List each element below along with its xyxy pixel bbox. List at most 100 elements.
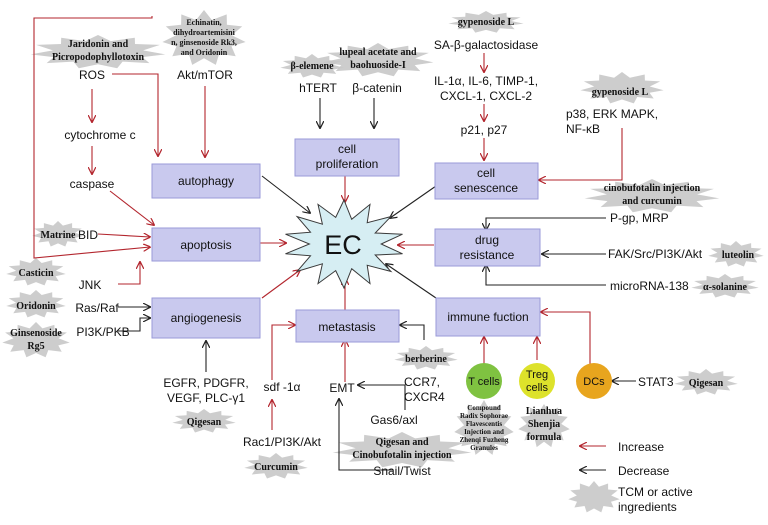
process-labels: autophagy cell proliferation cell senesc… bbox=[171, 142, 529, 334]
htert-label: hTERT bbox=[299, 81, 337, 95]
compound-label-5: Zhenqi Fuzheng bbox=[460, 436, 509, 444]
arrow-caspase-apoptosis bbox=[109, 190, 154, 225]
lianhua-label-3: formula bbox=[527, 432, 561, 443]
egfr-line2-label: VEGF, PLC-γ1 bbox=[167, 391, 245, 405]
dcs-circle bbox=[576, 363, 612, 399]
apoptosis-box bbox=[151, 227, 261, 262]
ec-burst-shape bbox=[285, 198, 403, 290]
arrow-bid-apoptosis bbox=[97, 234, 150, 237]
tcm-bursts bbox=[2, 10, 764, 513]
egfr-line1-label: EGFR, PDGFR, bbox=[163, 376, 248, 390]
cinobufotalin-curcumin-burst bbox=[584, 179, 720, 213]
qigesan-cino-label-1: Qigesan and bbox=[375, 437, 429, 448]
arrow-ccr7-metastasis bbox=[400, 325, 425, 340]
arrow-gas6-emt bbox=[358, 385, 406, 410]
curcumin-burst bbox=[244, 453, 308, 479]
lupeal-label-1: lupeal acetate and bbox=[339, 47, 417, 58]
qigesan-cino-label-2: Cinobufotalin injection bbox=[352, 450, 452, 461]
drug-resistance-label-1: drug bbox=[475, 233, 499, 247]
solanine-burst bbox=[691, 274, 759, 298]
p38-line2-label: NF-κB bbox=[566, 122, 600, 136]
legend-tcm-burst bbox=[568, 481, 620, 513]
drug-resistance-box bbox=[434, 228, 541, 267]
berberine-label: berberine bbox=[405, 354, 447, 365]
casticin-burst bbox=[6, 258, 66, 286]
metastasis-label: metastasis bbox=[318, 320, 375, 334]
metastasis-box bbox=[295, 309, 400, 343]
lupeal-burst bbox=[322, 43, 434, 77]
compound-label-3: Flavescentis bbox=[466, 420, 502, 428]
il-line2-label: CXCL-1, CXCL-2 bbox=[440, 89, 532, 103]
gypenoside-right-burst bbox=[580, 72, 664, 104]
apoptosis-label: apoptosis bbox=[180, 238, 231, 252]
lupeal-label-2: baohuoside-I bbox=[350, 60, 406, 71]
legend-tcm-label-1: TCM or active bbox=[618, 485, 693, 499]
arrow-sdf-metastasis bbox=[271, 325, 295, 380]
cytochrome-c-label: cytochrome c bbox=[64, 128, 135, 142]
gypenoside-right-label: gypenoside L bbox=[592, 87, 649, 98]
arrow-outerleft-apoptosis bbox=[33, 232, 150, 259]
snail-twist-label: Snail/Twist bbox=[373, 464, 431, 478]
arrow-senescence-ec bbox=[390, 185, 437, 218]
qigesan-left-label: Qigesan bbox=[187, 417, 222, 428]
immune-fuction-label: immune fuction bbox=[447, 310, 528, 324]
arrow-autophagy-ec bbox=[261, 175, 310, 213]
cell-proliferation-label-2: proliferation bbox=[316, 157, 379, 171]
sa-beta-gal-label: SA-β-galactosidase bbox=[434, 38, 539, 52]
treg-label-1: Treg bbox=[526, 369, 548, 381]
arrow-jnk-apoptosis bbox=[118, 262, 140, 285]
ginsenoside-label-1: Ginsenoside bbox=[10, 328, 62, 339]
jnk-label: JNK bbox=[79, 278, 102, 292]
arrow-angio-ec bbox=[261, 270, 300, 299]
compound-label-4: Injection and bbox=[464, 428, 504, 436]
lianhua-burst bbox=[518, 404, 570, 448]
autophagy-label: autophagy bbox=[178, 174, 234, 188]
cell-senescence-label-1: cell bbox=[477, 166, 495, 180]
echinatin-burst bbox=[162, 10, 246, 65]
gas6-label: Gas6/axl bbox=[370, 413, 417, 427]
pgp-mrp-label: P-gp, MRP bbox=[610, 211, 669, 225]
arrow-pi3k-angio bbox=[118, 318, 150, 332]
legend-increase-label: Increase bbox=[618, 440, 664, 454]
bid-label: BID bbox=[78, 228, 98, 242]
qigesan-cino-burst bbox=[332, 432, 472, 468]
immune-fuction-box bbox=[435, 297, 541, 337]
jaridonin-burst bbox=[30, 35, 166, 69]
matrine-label: Matrine bbox=[41, 230, 77, 241]
ccr7-label: CCR7, bbox=[404, 375, 440, 389]
arrow-snail-emt bbox=[339, 399, 393, 471]
oridonin-label: Oridonin bbox=[16, 301, 56, 312]
treg-label-2: cells bbox=[526, 382, 549, 394]
compound-label-1: Compound bbox=[467, 404, 501, 412]
qigesan-right-burst bbox=[674, 369, 738, 395]
arrow-ros-autophagy bbox=[112, 73, 158, 156]
arrow-dcs-immune bbox=[541, 312, 596, 369]
ros-label: ROS bbox=[79, 68, 105, 82]
cinobufotalin-curcumin-label-1: cinobufotalin injection bbox=[604, 183, 701, 194]
drug-resistance-label-2: resistance bbox=[460, 248, 515, 262]
arrow-pgp-drug bbox=[486, 217, 606, 230]
cell-proliferation-label-1: cell bbox=[338, 142, 356, 156]
il-line1-label: IL-1α, IL-6, TIMP-1, bbox=[434, 74, 538, 88]
autophagy-box bbox=[151, 163, 261, 199]
matrine-burst bbox=[32, 221, 84, 247]
immune-cells: T cells Treg cells DCs bbox=[466, 363, 612, 399]
beta-elemene-label: β-elemene bbox=[290, 61, 334, 72]
stat3-label: STAT3 bbox=[638, 375, 674, 389]
microrna-label: microRNA-138 bbox=[610, 279, 689, 293]
curcumin-label: Curcumin bbox=[254, 462, 298, 473]
compound-burst bbox=[454, 400, 514, 455]
caspase-label: caspase bbox=[70, 177, 115, 191]
fak-label: FAK/Src/PI3K/Akt bbox=[608, 247, 703, 261]
luteolin-burst bbox=[708, 241, 764, 267]
ginsenoside-label-2: Rg5 bbox=[27, 341, 44, 352]
connectors bbox=[33, 16, 636, 471]
cxcr4-label: CXCR4 bbox=[404, 390, 445, 404]
jaridonin-label-1: Jaridonin and bbox=[68, 39, 129, 50]
oridonin-burst bbox=[6, 290, 66, 318]
compound-label-2: Radix Sophorae bbox=[460, 412, 508, 420]
rac1-label: Rac1/PI3K/Akt bbox=[243, 435, 322, 449]
arrow-immune-ec bbox=[386, 264, 437, 299]
